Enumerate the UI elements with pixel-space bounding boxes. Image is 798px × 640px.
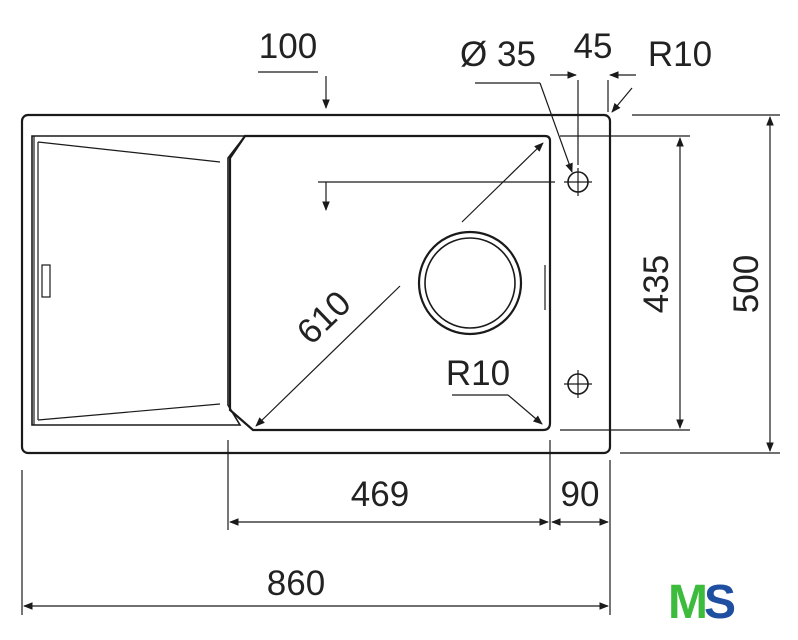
dim-text-90: 90 bbox=[561, 475, 600, 514]
dim-text-500: 500 bbox=[727, 255, 766, 313]
ms-logo: M S bbox=[668, 576, 736, 629]
dim-leader-r10-bottom bbox=[507, 394, 543, 425]
dim-leader-diameter bbox=[539, 82, 573, 173]
dim-text-r10-top: R10 bbox=[648, 35, 712, 74]
dim-line-610-upper bbox=[461, 142, 544, 223]
drain bbox=[417, 230, 523, 336]
logo-letter-m: M bbox=[668, 576, 708, 629]
dim-text-435: 435 bbox=[637, 255, 676, 313]
dim-text-r10-bottom: R10 bbox=[446, 354, 510, 393]
dim-text-diameter: Ø 35 bbox=[460, 35, 536, 74]
dim-leader-r10-top bbox=[611, 87, 633, 113]
drainer-area bbox=[31, 135, 247, 426]
logo-letter-s: S bbox=[704, 576, 736, 629]
tap-hole-bottom bbox=[564, 370, 592, 398]
drainer-notch bbox=[41, 264, 51, 298]
dim-line-610-lower bbox=[255, 285, 401, 427]
dim-text-860: 860 bbox=[267, 564, 325, 603]
dim-text-469: 469 bbox=[351, 475, 409, 514]
tap-hole-top bbox=[564, 168, 592, 196]
dim-text-45: 45 bbox=[574, 27, 613, 66]
dim-text-610: 610 bbox=[289, 283, 358, 352]
extension-lines bbox=[21, 71, 780, 615]
bowl-outline bbox=[228, 134, 552, 432]
sink-outer-outline bbox=[20, 113, 612, 455]
dim-text-100: 100 bbox=[259, 27, 317, 66]
